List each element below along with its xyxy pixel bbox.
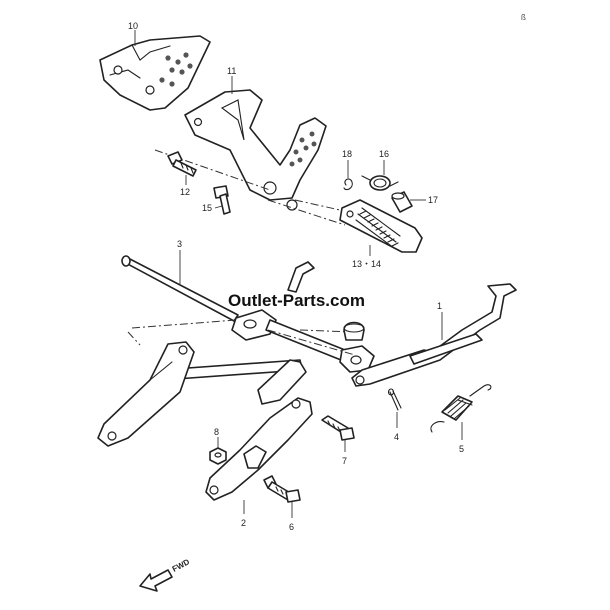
part-7-nut bbox=[209, 447, 227, 465]
part-6-bolt bbox=[263, 475, 301, 503]
label-4: 4 bbox=[394, 432, 399, 442]
part-13-14-footpeg bbox=[339, 199, 423, 253]
part-4-cotter-pin bbox=[387, 388, 402, 411]
part-17-pin bbox=[391, 191, 413, 213]
main-stand-frame bbox=[97, 261, 375, 501]
part-12-bolt bbox=[167, 151, 197, 177]
part-10-dimples bbox=[159, 52, 193, 87]
part-8-bolt bbox=[321, 415, 355, 441]
part-1-lever bbox=[351, 283, 517, 387]
label-8: 7 bbox=[342, 456, 347, 466]
label-11: 11 bbox=[227, 66, 236, 76]
label-16: 16 bbox=[379, 149, 389, 159]
label-6: 6 bbox=[289, 522, 294, 532]
fwd-label: FWD bbox=[171, 557, 192, 574]
fwd-arrow-icon bbox=[139, 569, 173, 592]
label-1: 1 bbox=[437, 301, 442, 311]
label-7: 8 bbox=[214, 427, 219, 437]
watermark: Outlet-Parts.com bbox=[228, 291, 365, 310]
pivot-cap bbox=[343, 321, 365, 341]
fwd-direction-indicator: FWD bbox=[139, 557, 192, 592]
corner-mark: ß bbox=[521, 13, 526, 22]
label-17: 17 bbox=[428, 195, 438, 205]
part-10-rear-bracket bbox=[99, 35, 211, 111]
label-10: 10 bbox=[128, 21, 138, 31]
part-11-footrest-bracket bbox=[184, 89, 327, 211]
label-12: 12 bbox=[180, 187, 190, 197]
label-2: 2 bbox=[241, 518, 246, 528]
part-15-bolt bbox=[213, 185, 231, 215]
part-5-spring bbox=[430, 384, 492, 433]
part-11-dimples bbox=[289, 131, 317, 167]
part-18-clip bbox=[343, 178, 353, 191]
label-13-14: 13・14 bbox=[352, 259, 381, 269]
label-3: 3 bbox=[177, 239, 182, 249]
label-5: 5 bbox=[459, 444, 464, 454]
label-15: 15 bbox=[202, 203, 212, 213]
part-3-shaft bbox=[121, 255, 259, 329]
footpeg-grip-texture bbox=[355, 207, 401, 249]
part-16-spring bbox=[361, 175, 399, 191]
label-18: 18 bbox=[342, 149, 352, 159]
